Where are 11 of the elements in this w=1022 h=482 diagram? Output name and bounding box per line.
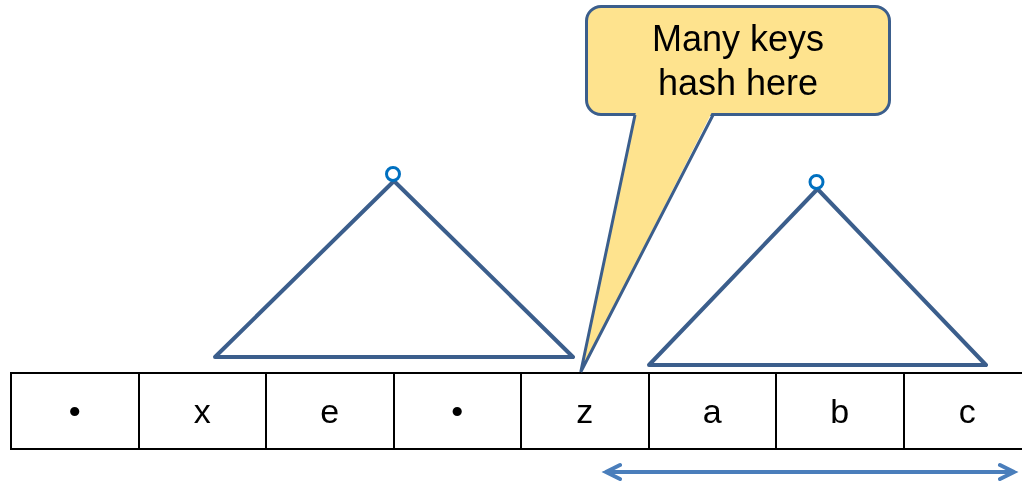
array-slot: e	[265, 372, 395, 450]
array-slot: b	[775, 372, 905, 450]
array-slot: •	[392, 372, 522, 450]
tree-triangle-drawing	[212, 165, 576, 361]
array-slot: c	[902, 372, 1022, 450]
array-slot: •	[10, 372, 140, 450]
callout-box: Many keys hash here	[585, 5, 891, 116]
tree-triangle-drawing	[646, 173, 989, 369]
array-slot: z	[520, 372, 650, 450]
array-slot: x	[137, 372, 267, 450]
array-slot: a	[647, 372, 777, 450]
